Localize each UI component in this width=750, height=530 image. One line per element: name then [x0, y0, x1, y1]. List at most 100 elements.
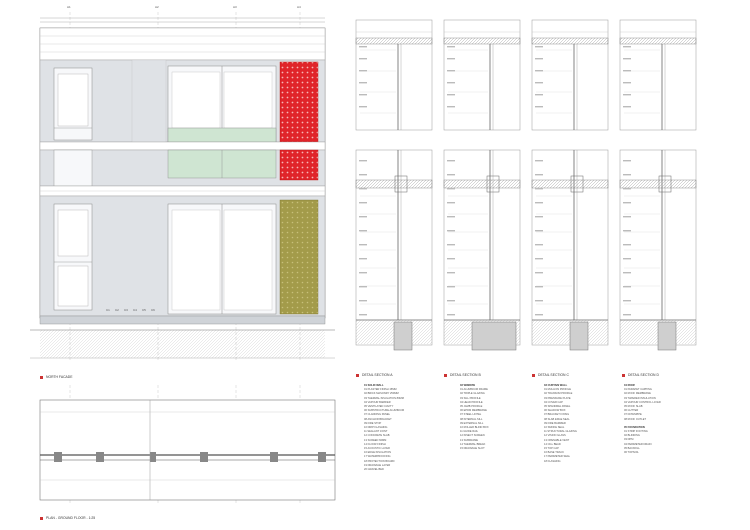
legend-item-text: 04 PERIMETER DRAIN [624, 442, 652, 446]
legend-item-text: 05 BACKFILL [624, 446, 640, 450]
grid-label: A4 [297, 5, 301, 9]
legend-item-text: 06 EPDM MEMBRANE [460, 409, 487, 413]
legend-item-text: 01 PLASTER FINISH 15MM [364, 388, 397, 392]
legend-item-text: 08 SLAB EDGE SEAL [544, 417, 570, 421]
legend-item-text: 19 DRAINAGE LAYER [364, 463, 391, 467]
legend-item-text: 01 STRIP FOOTING [624, 430, 648, 434]
section-slab [619, 37, 697, 45]
elevation-tag: C1 [106, 308, 110, 312]
legend-item-text: 04 HEAD PROFILE [460, 400, 483, 404]
elevation-caption: NORTH FACADE [46, 375, 73, 379]
legend-item: 01 STRIP FOOTING [624, 430, 724, 434]
section-frame-top [619, 19, 697, 131]
section-foundation [657, 321, 677, 351]
legend-item-text: 09 FIRE BARRIER [544, 421, 566, 425]
legend-item: 01 PLASTER FINISH 15MM [364, 388, 456, 392]
legend-item: 03 TAPERED INSULATION [624, 397, 724, 401]
legend-item-text: 13 OPENABLE VENT [544, 438, 570, 442]
legend-item-text: 08 ROOF OUTLET [624, 417, 647, 421]
legend-item-text: 12 INSECT SCREEN [460, 434, 485, 438]
elevation-tag: C2 [115, 308, 119, 312]
grid-label: A1 [67, 5, 71, 9]
legend-item-text: 15 TOP CAP [544, 447, 559, 451]
legend-item-text: 12 CONCRETE SLAB [364, 434, 390, 438]
legend-item: 03 DPM [624, 438, 724, 442]
section-frame-top [531, 19, 609, 131]
legend-item-text: 18 FLASHING [544, 459, 561, 463]
elevation-tag: C3 [124, 308, 128, 312]
legend-item: 08 ROOF OUTLET [624, 418, 724, 422]
legend-item-text: 11 STRUCTURAL GLAZING [544, 430, 577, 434]
section-frame-top [443, 19, 521, 131]
legend-item: 11 STRUCTURAL GLAZING [544, 430, 620, 434]
grid-label: A2 [155, 5, 159, 9]
legend-item: 03 PRESSURE PLATE [544, 397, 620, 401]
title-marker-icon [40, 517, 43, 520]
legend-item-text: 03 SILL PROFILE [460, 396, 481, 400]
legend-item: 07 STEEL LINTEL [460, 413, 540, 417]
section-frame-bottom [443, 149, 521, 346]
legend-heading: 04 ROOF [624, 384, 636, 387]
legend-item: 03 SILL PROFILE [460, 397, 540, 401]
section-caption: DETAIL SECTION C [538, 373, 569, 377]
elevation-drawing [30, 12, 335, 362]
legend-item-text: 06 GUTTER [624, 409, 639, 413]
section-drawings [355, 19, 697, 351]
plan-caption: PLAN - GROUND FLOOR - 1:25 [46, 516, 96, 520]
legend-item-text: 15 DRAINAGE SLOT [460, 447, 485, 451]
legend-item-text: 10 SMOKE SEAL [544, 426, 565, 430]
legend-item-text: 04 VAPOUR BARRIER [364, 400, 391, 404]
legend-item-text: 06 SUBSTRUCTURE ALUMINIUM [364, 409, 405, 413]
legend-item: 01 ALUMINIUM FRAME [460, 388, 540, 392]
legend-item: 16 EDGE INSULATION [364, 451, 456, 455]
legend-item-text: 05 SPANDREL PANEL [544, 405, 571, 409]
section-foundation [569, 321, 589, 351]
legend-item: 12 VISION GLASS [544, 434, 620, 438]
legend-item-text: 09 EXTERNAL SILL [460, 421, 484, 425]
legend-item-text: 01 PARAPET CAPPING [624, 388, 652, 392]
title-marker-icon [40, 376, 43, 379]
legend-item-text: 09 FIRE STOP [364, 421, 382, 425]
legend-item-text: 12 VISION GLASS [544, 434, 566, 438]
legend-item: 04 VAPOUR CONTROL LAYER [624, 401, 724, 405]
legend-item: 16 BASE TRACK [544, 451, 620, 455]
legend-item-text: 13 SUBFRAME [460, 438, 479, 442]
legend-item: 05 BACKFILL [624, 447, 724, 451]
legend-item-text: 02 TRIPLE GLAZING [460, 392, 485, 396]
section-caption: DETAIL SECTION D [628, 373, 659, 377]
elevation-tag: C5 [142, 308, 146, 312]
legend-item: 04 PERIMETER DRAIN [624, 443, 724, 447]
section-frame-top [355, 19, 433, 131]
legend-item: 13 SUBFRAME [460, 439, 540, 443]
legend-item: 17 WATERPROOFING [364, 455, 456, 459]
legend-heading: 01 SOLID WALL [364, 384, 384, 387]
legend-item: 05 JAMB PROFILE [460, 405, 540, 409]
legend-item: 15 DRAINAGE SLOT [460, 447, 540, 451]
elevation-tag: C4 [133, 308, 137, 312]
legend-item: 06 SUBSTRUCTURE ALUMINIUM [364, 409, 456, 413]
legend-item: 09 EXTERNAL SILL [460, 422, 540, 426]
legend-heading: 02 WINDOW [460, 384, 475, 387]
legend-item-text: 07 DOWNPIPE [624, 413, 642, 417]
legend-item: 11 SEALANT JOINT [364, 430, 456, 434]
legend-item-text: 10 DRIP FLASHING [364, 426, 388, 430]
legend-item-text: 11 SEALANT JOINT [364, 430, 388, 434]
title-marker-icon [356, 374, 359, 377]
legend-item: 08 ANCHOR BRACKET [364, 418, 456, 422]
legend-item: 05 VENTILATED CAVITY [364, 405, 456, 409]
legend-item: 18 FLASHING [544, 460, 620, 464]
legend-item-text: 02 ROOF MEMBRANE [624, 392, 651, 396]
legend-item: 10 SMOKE SEAL [544, 426, 620, 430]
legend-item-text: 13 SCREED 60MM [364, 438, 387, 442]
legend-item: 05 SPANDREL PANEL [544, 405, 620, 409]
legend-item-text: 03 PRESSURE PLATE [544, 396, 571, 400]
